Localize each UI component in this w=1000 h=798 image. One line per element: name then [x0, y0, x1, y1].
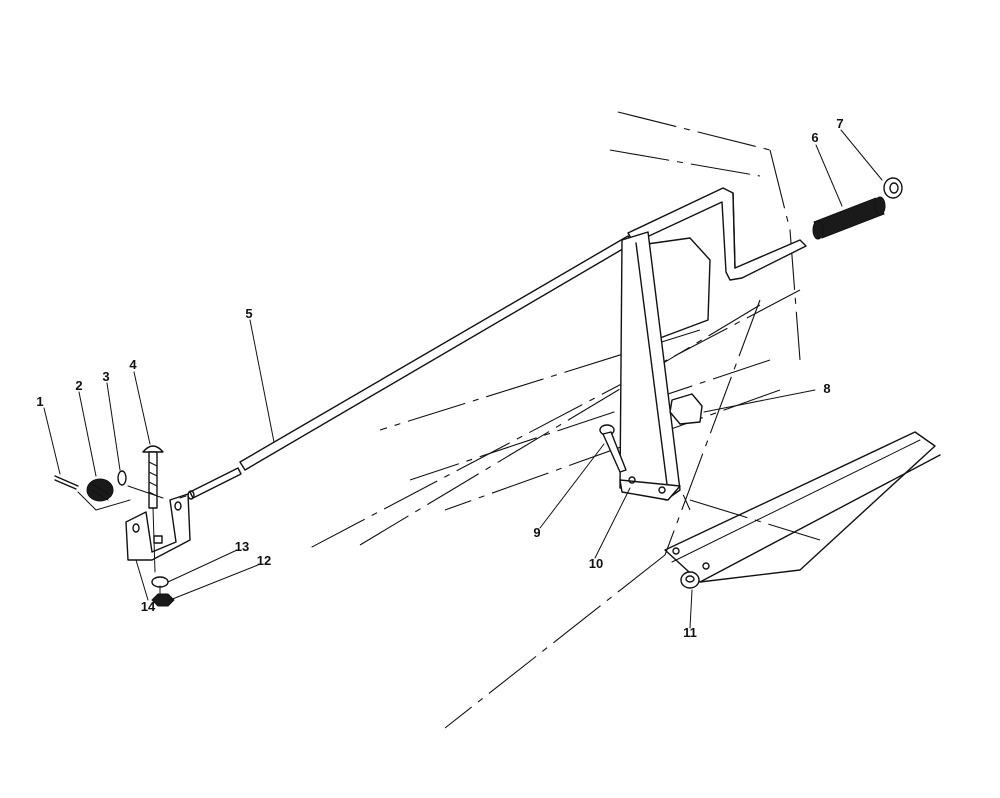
callout-10: 10: [589, 556, 603, 571]
callout-1: 1: [36, 394, 43, 409]
skid-plate: [664, 431, 941, 583]
cotter-pin-part-1: [54, 475, 79, 490]
callout-8: 8: [823, 381, 830, 396]
callout-13: 13: [235, 539, 249, 554]
spring-part-2: [86, 478, 114, 502]
callout-labels: 1 2 3 4 5 6 7 8 9 10 11 12 13 14: [36, 116, 843, 640]
u-bracket-part-14: [125, 493, 191, 561]
carriage-bolt-part-4: [142, 445, 164, 509]
nut-part-11: [680, 571, 700, 589]
bolt-part-9: [599, 424, 627, 473]
bail-handle-frame: [627, 187, 807, 281]
callout-11: 11: [683, 625, 697, 640]
callout-3: 3: [102, 369, 109, 384]
callout-12: 12: [257, 553, 271, 568]
callout-5: 5: [245, 306, 252, 321]
assembly-guide-lines: [77, 485, 187, 595]
callout-leader-lines: [43, 129, 883, 629]
callout-6: 6: [811, 130, 818, 145]
washer-part-3: [117, 470, 127, 486]
callout-14: 14: [141, 599, 156, 614]
decal-part-8: [669, 393, 703, 425]
nut-part-12: [151, 593, 175, 607]
upright-bracket-part-10: [619, 231, 681, 501]
callout-7: 7: [836, 116, 843, 131]
callout-2: 2: [75, 378, 82, 393]
rod-part-5: [187, 235, 634, 500]
callout-4: 4: [129, 357, 137, 372]
callout-9: 9: [533, 525, 540, 540]
housing-phantom-outline: [309, 111, 821, 729]
grip-part-6: [812, 196, 886, 240]
end-cap-part-7: [883, 177, 903, 199]
